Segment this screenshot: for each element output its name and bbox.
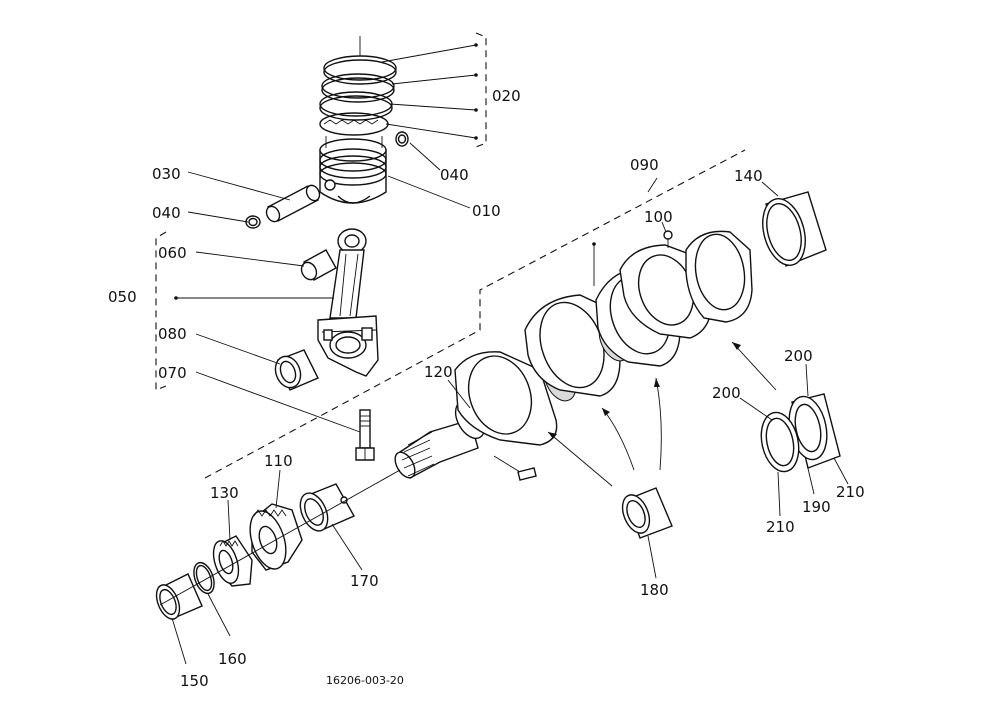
crankshaft bbox=[394, 230, 753, 481]
leaders-020 bbox=[381, 43, 478, 140]
label-020: 020 bbox=[492, 87, 521, 105]
label-030: 030 bbox=[152, 165, 181, 183]
label-060: 060 bbox=[158, 244, 187, 262]
label-210-right: 210 bbox=[836, 483, 865, 501]
label-040-right: 040 bbox=[440, 166, 469, 184]
label-120: 120 bbox=[424, 363, 453, 381]
drawing-code: 16206-003-20 bbox=[326, 674, 404, 687]
plug bbox=[663, 230, 673, 248]
leader-lines bbox=[171, 142, 849, 665]
small-end-bushing bbox=[300, 249, 337, 281]
label-080: 080 bbox=[158, 325, 187, 343]
label-070: 070 bbox=[158, 364, 187, 382]
bearing-case bbox=[788, 393, 841, 469]
rod-bearing bbox=[274, 349, 319, 391]
rod-bolt bbox=[355, 409, 375, 461]
label-130: 130 bbox=[210, 484, 239, 502]
label-110: 110 bbox=[264, 452, 293, 470]
oil-pump-gear bbox=[212, 535, 253, 587]
circlip-right bbox=[395, 131, 409, 147]
label-090: 090 bbox=[630, 156, 659, 174]
label-200-left: 200 bbox=[712, 384, 741, 402]
assembly-arrows bbox=[547, 242, 777, 487]
label-050: 050 bbox=[108, 288, 137, 306]
circlip-left bbox=[245, 215, 261, 229]
label-100: 100 bbox=[644, 208, 673, 226]
label-040-left: 040 bbox=[152, 204, 181, 222]
label-160: 160 bbox=[218, 650, 247, 668]
crank-gear bbox=[249, 503, 303, 571]
connecting-rod bbox=[317, 228, 379, 377]
label-170: 170 bbox=[350, 572, 379, 590]
rear-bushing bbox=[762, 191, 827, 267]
bearing-ring bbox=[760, 411, 800, 473]
main-bearing bbox=[621, 487, 673, 539]
piston-rings bbox=[319, 36, 397, 136]
label-180: 180 bbox=[640, 581, 669, 599]
o-ring bbox=[193, 561, 215, 595]
label-140: 140 bbox=[734, 167, 763, 185]
collar bbox=[299, 483, 355, 532]
label-150: 150 bbox=[180, 672, 209, 690]
label-200-top: 200 bbox=[784, 347, 813, 365]
label-010: 010 bbox=[472, 202, 501, 220]
front-bushing bbox=[155, 573, 203, 620]
piston bbox=[319, 136, 387, 204]
piston-pin bbox=[265, 184, 321, 223]
assembly-axis bbox=[159, 469, 401, 606]
group-brackets bbox=[155, 32, 746, 479]
label-190: 190 bbox=[802, 498, 831, 516]
part-labels: 020 040 030 010 040 060 050 080 070 090 … bbox=[108, 87, 865, 690]
label-210-bottom: 210 bbox=[766, 518, 795, 536]
